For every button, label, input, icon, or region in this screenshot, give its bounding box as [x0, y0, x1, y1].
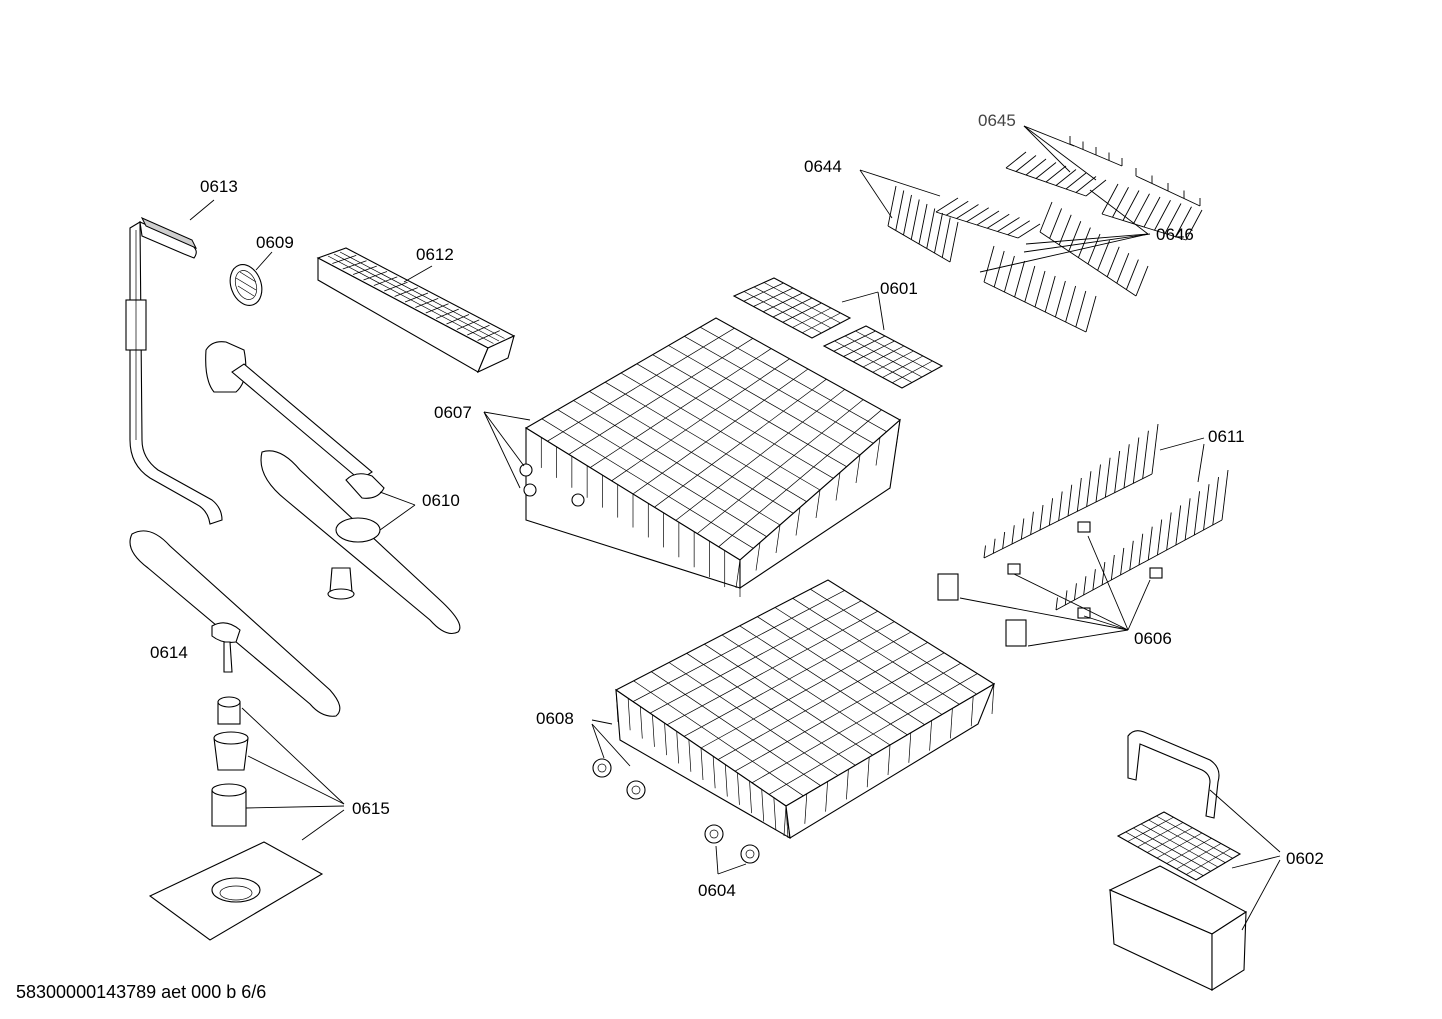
part-0614-spray-arm	[129, 530, 341, 717]
label-0607: 0607	[434, 403, 472, 422]
part-0644-0646-tines	[887, 136, 1203, 333]
part-0615-filters	[148, 696, 324, 941]
part-labels: 0601 0602 0604 0606 0607 0608 0609 0610 …	[150, 111, 1324, 900]
label-0602: 0602	[1286, 849, 1324, 868]
label-0601: 0601	[880, 279, 918, 298]
label-0646: 0646	[1156, 225, 1194, 244]
label-0604: 0604	[698, 881, 736, 900]
label-0615: 0615	[352, 799, 390, 818]
part-0611-0606-tine-rows	[937, 423, 1229, 647]
label-0608: 0608	[536, 709, 574, 728]
part-0607-upper-basket	[519, 317, 901, 597]
part-0610-spray-arm	[205, 341, 461, 635]
part-0601-cup-racks	[732, 277, 944, 389]
part-0613-spray-pipe	[125, 216, 223, 525]
label-0644: 0644	[804, 157, 842, 176]
drawing-number-footer: 58300000143789 aet 000 b 6/6	[16, 982, 266, 1002]
part-0604-wheels	[592, 758, 760, 864]
label-0612: 0612	[416, 245, 454, 264]
part-0608-lower-basket	[614, 579, 996, 840]
part-0602-cutlery-basket	[1108, 730, 1248, 991]
label-0606: 0606	[1134, 629, 1172, 648]
label-0610: 0610	[422, 491, 460, 510]
label-0613: 0613	[200, 177, 238, 196]
leader-lines	[189, 125, 1281, 931]
label-0611: 0611	[1208, 427, 1245, 446]
label-0645: 0645	[978, 111, 1016, 130]
part-0609-cap	[229, 264, 263, 306]
label-0609: 0609	[256, 233, 294, 252]
part-0612-cutlery-tray	[316, 247, 516, 374]
label-0614: 0614	[150, 643, 188, 662]
